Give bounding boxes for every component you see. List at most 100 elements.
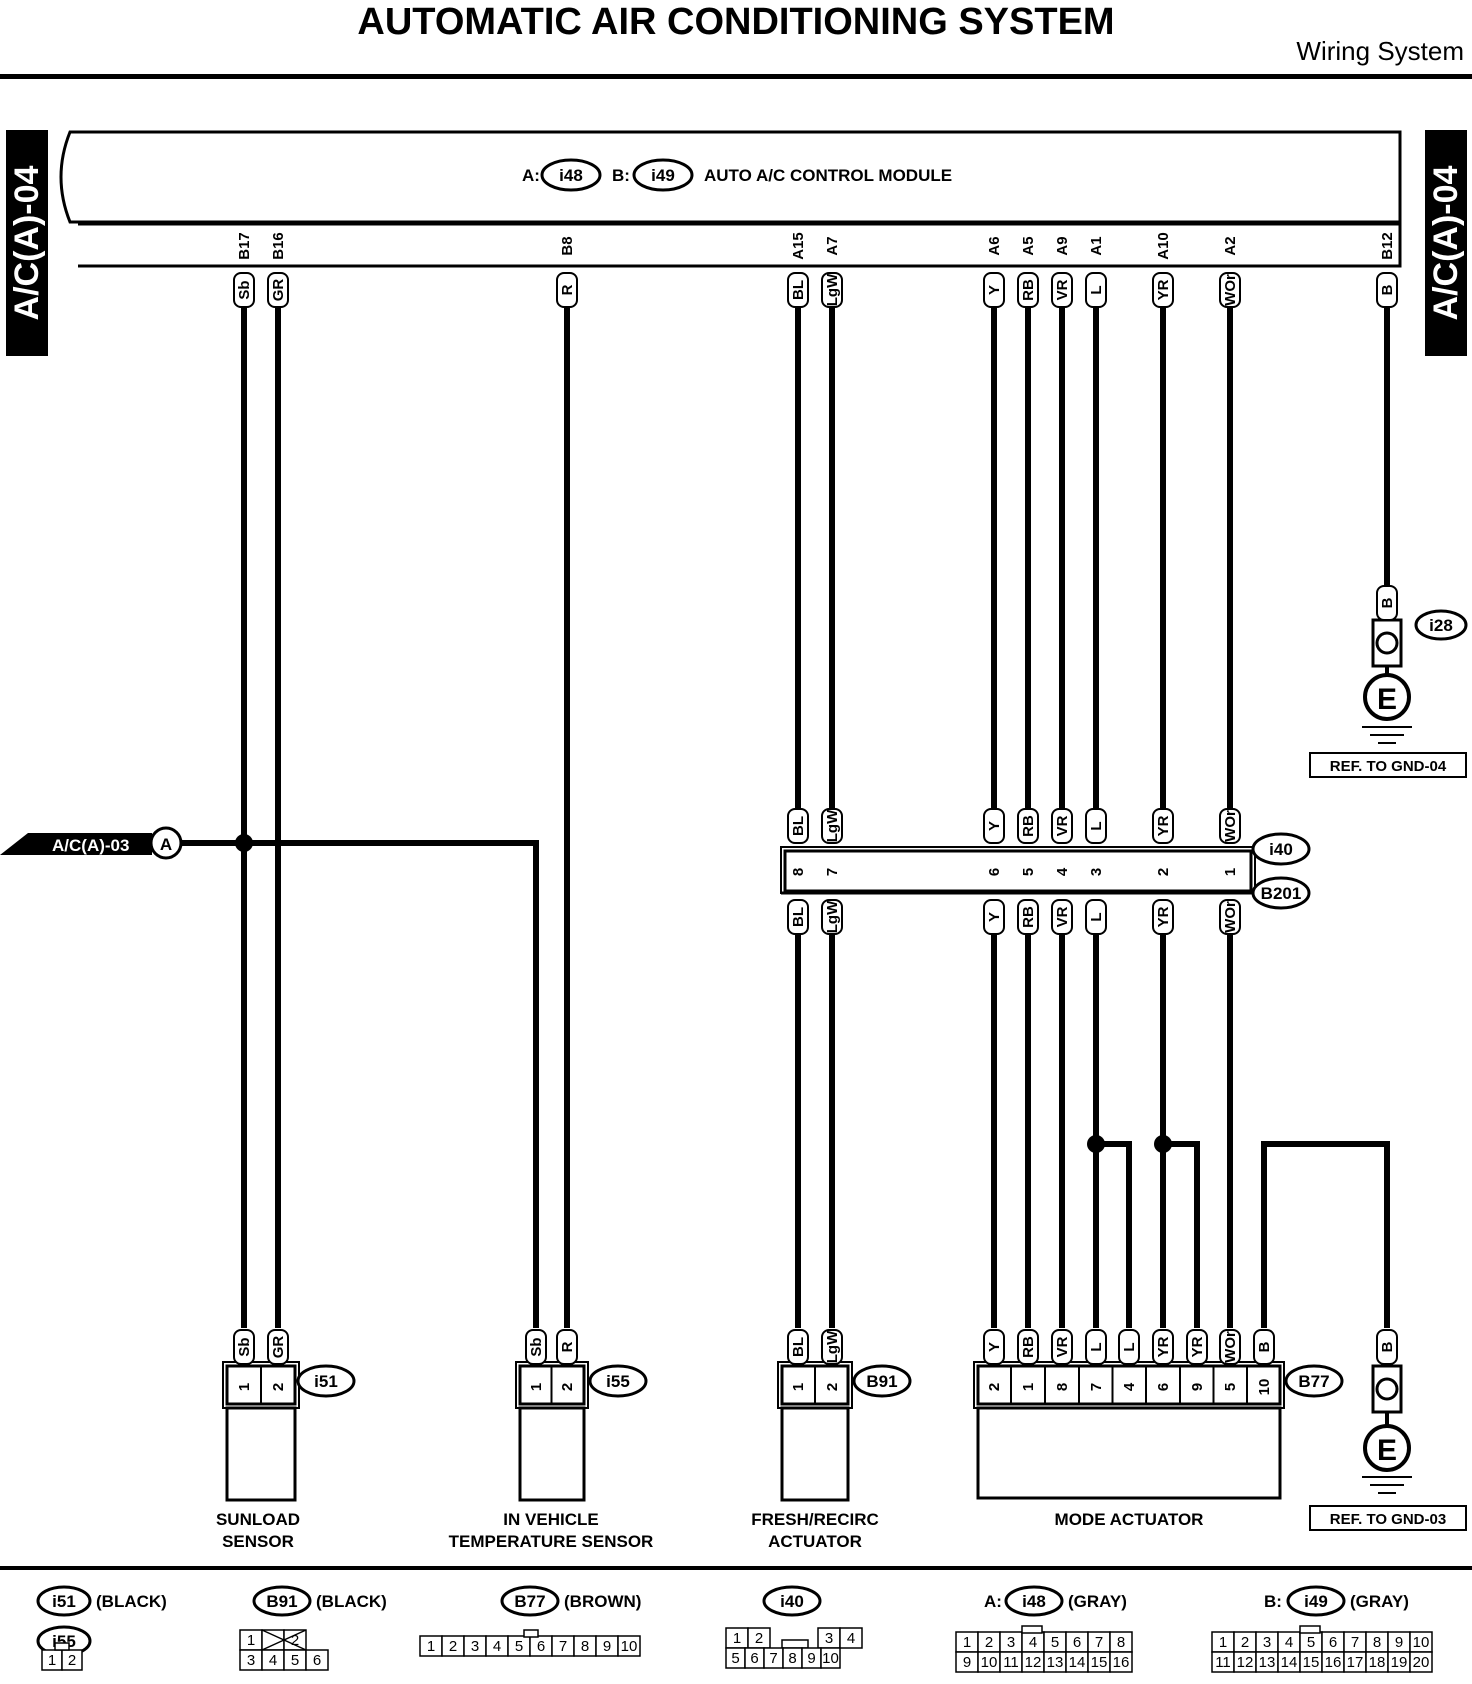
svg-text:LgW: LgW: [824, 1330, 841, 1363]
legend-i51[interactable]: i51 (BLACK): [36, 1585, 167, 1617]
svg-text:A: A: [160, 835, 172, 854]
module-wire-color-b16: GR: [267, 272, 289, 308]
module-wire-color-a10: YR: [1152, 272, 1174, 308]
mode-actuator-pin-9: 9: [1189, 1383, 1206, 1391]
svg-text:B: B: [1379, 597, 1396, 608]
in-vehicle-sensor-pin-2: 2: [559, 1383, 576, 1391]
svg-text:10: 10: [822, 1650, 839, 1667]
svg-text:1: 1: [1222, 868, 1239, 876]
legend-i49[interactable]: B: i49 (GRAY): [1264, 1585, 1409, 1617]
svg-text:(BROWN): (BROWN): [564, 1592, 641, 1611]
legend-i40[interactable]: i40: [762, 1585, 822, 1617]
svg-text:A5: A5: [1020, 236, 1037, 255]
ground-bottom-ref[interactable]: REF. TO GND-03: [1309, 1505, 1467, 1531]
svg-text:B:: B:: [1264, 1592, 1282, 1611]
legend-b91[interactable]: B91 (BLACK): [252, 1585, 387, 1617]
joint-frame-outer: [780, 846, 1256, 894]
side-tag-right[interactable]: A/C(A)-04: [1425, 130, 1467, 356]
svg-text:A:: A:: [984, 1592, 1002, 1611]
link-ac-a-03[interactable]: A/C(A)-03 A: [0, 826, 183, 860]
svg-text:8: 8: [1054, 1383, 1071, 1391]
component-connector-b77[interactable]: B77: [1284, 1364, 1344, 1398]
svg-text:10: 10: [621, 1638, 638, 1655]
module-wire-color-a1: L: [1085, 272, 1107, 308]
side-tag-left[interactable]: A/C(A)-04: [6, 130, 48, 356]
svg-text:LgW: LgW: [824, 273, 841, 306]
svg-text:A6: A6: [986, 236, 1003, 255]
wires-layer: [181, 308, 1403, 1502]
svg-text:(GRAY): (GRAY): [1068, 1592, 1127, 1611]
svg-text:i40: i40: [1269, 840, 1293, 859]
svg-text:2: 2: [270, 1383, 287, 1391]
svg-text:i51: i51: [314, 1372, 338, 1391]
module-pin-b17: B17: [236, 232, 253, 260]
ground-top-connector[interactable]: i28: [1414, 609, 1468, 641]
legend-i48[interactable]: A: i48 (GRAY): [984, 1585, 1127, 1617]
svg-text:4: 4: [269, 1652, 277, 1669]
svg-text:GR: GR: [270, 1336, 287, 1359]
mode-actuator-pin-box: [976, 1364, 1282, 1406]
svg-text:VR: VR: [1054, 279, 1071, 300]
fresh-recirc-actuator-pin-2: 2: [824, 1383, 841, 1391]
mode-actuator-color-3: L: [1085, 1329, 1107, 1365]
svg-text:4: 4: [493, 1638, 501, 1655]
mode-actuator-pin-5: 5: [1222, 1383, 1239, 1391]
svg-text:B: B: [1379, 1341, 1396, 1352]
svg-text:Y: Y: [986, 1342, 1003, 1352]
svg-text:L: L: [1088, 1342, 1105, 1351]
svg-text:14: 14: [1069, 1654, 1086, 1671]
svg-text:19: 19: [1391, 1654, 1408, 1671]
svg-text:5: 5: [1222, 1383, 1239, 1391]
svg-text:1: 1: [1219, 1634, 1227, 1651]
svg-text:1: 1: [528, 1383, 545, 1391]
joint-lower-color-1: LgW: [821, 899, 843, 935]
svg-text:7: 7: [559, 1638, 567, 1655]
legend-b91-x2: [261, 1629, 307, 1651]
sunload-sensor-pin-2: 2: [270, 1383, 287, 1391]
joint-upper-color-4: VR: [1051, 808, 1073, 844]
mode-actuator-color-5: YR: [1152, 1329, 1174, 1365]
svg-text:9: 9: [963, 1654, 971, 1671]
component-connector-b91[interactable]: B91: [852, 1364, 912, 1398]
module-connector-a[interactable]: i48: [540, 158, 602, 192]
component-connector-i55[interactable]: i55: [588, 1364, 648, 1398]
fresh-recirc-actuator-body: [780, 1406, 850, 1502]
junction-dot-l: [1087, 1135, 1105, 1153]
svg-text:4: 4: [1285, 1634, 1293, 1651]
legend-b77[interactable]: B77 (BROWN): [500, 1585, 641, 1617]
svg-text:B201: B201: [1261, 884, 1302, 903]
component-connector-i51[interactable]: i51: [296, 1364, 356, 1398]
joint-connector-lower[interactable]: B201: [1251, 876, 1311, 910]
joint-connector-upper[interactable]: i40: [1251, 832, 1311, 866]
svg-text:L: L: [1121, 1342, 1138, 1351]
control-module: A: i48 B: i49 AUTO A/C CONTROL MODULE: [59, 130, 1402, 268]
header-rule: [0, 74, 1472, 79]
page-title: AUTOMATIC AIR CONDITIONING SYSTEM: [357, 1, 1114, 43]
svg-text:(GRAY): (GRAY): [1350, 1592, 1409, 1611]
svg-text:11: 11: [1003, 1654, 1019, 1671]
svg-text:REF. TO GND-04: REF. TO GND-04: [1330, 758, 1447, 775]
module-wire-color-a5: RB: [1017, 272, 1039, 308]
module-pin-b16: B16: [270, 232, 287, 260]
svg-text:Sb: Sb: [528, 1337, 545, 1356]
module-connector-b[interactable]: i49: [632, 158, 694, 192]
svg-text:Y: Y: [986, 821, 1003, 831]
ground-top-ref[interactable]: REF. TO GND-04: [1309, 752, 1467, 778]
svg-text:YR: YR: [1189, 1336, 1206, 1357]
svg-text:B91: B91: [266, 1592, 297, 1611]
joint-pin-4: 4: [1054, 867, 1071, 876]
joint-upper-color-7: WOr: [1219, 808, 1241, 844]
joint-lower-color-0: BL: [787, 899, 809, 935]
svg-text:2: 2: [559, 1383, 576, 1391]
module-pin-a7: A7: [824, 236, 841, 255]
svg-text:14: 14: [1281, 1654, 1298, 1671]
svg-text:BL: BL: [790, 816, 807, 836]
svg-text:B16: B16: [270, 232, 287, 260]
svg-text:18: 18: [1369, 1654, 1386, 1671]
svg-text:20: 20: [1413, 1654, 1430, 1671]
svg-text:2: 2: [291, 1632, 299, 1649]
